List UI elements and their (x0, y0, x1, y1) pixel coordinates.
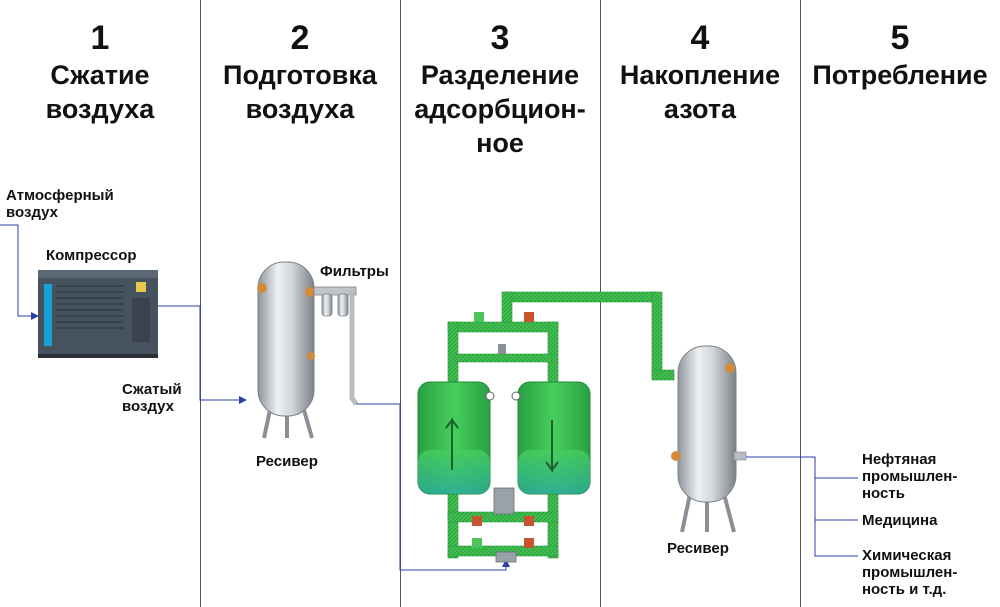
stage-title-line: Накопление (619, 60, 781, 90)
stage-header-2: 2 Подготовка воздуха (200, 18, 400, 126)
compressed-air-line (158, 305, 247, 404)
compressor-indicator (136, 282, 146, 292)
valve-icon (524, 516, 534, 526)
stage-header-3: 3 Разделение адсорбцион- ное (400, 18, 600, 160)
adsorber-vessel-right (517, 381, 591, 495)
valve-icon (257, 283, 267, 293)
consumer-medicine-label: Медицина (862, 512, 938, 529)
stage-title-line: адсорбцион- (414, 94, 586, 124)
consumer-trunk-line (745, 456, 858, 557)
stage-number: 1 (90, 19, 110, 57)
adsorber-valves (472, 312, 534, 563)
compressor-label: Компрессор (46, 247, 137, 264)
valve-icon (671, 451, 681, 461)
stage-title-line: Подготовка (223, 60, 377, 90)
stage-title-line: азота (663, 94, 737, 124)
stage-title-line: воздуха (45, 94, 155, 124)
valve-icon (524, 312, 534, 322)
stage-header-4: 4 Накопление азота (600, 18, 800, 126)
stage-number: 3 (490, 19, 510, 57)
stage-header-5: 5 Потребление (800, 18, 1000, 92)
stage-header-1: 1 Сжатие воздуха (0, 18, 200, 126)
filter-unit (313, 286, 359, 406)
valve-icon (472, 538, 482, 548)
valve-icon (524, 538, 534, 548)
receiver-left-label: Ресивер (256, 453, 318, 470)
flow-down-arrow-icon (545, 420, 559, 473)
valve-icon (474, 312, 484, 322)
valve-icon (725, 363, 735, 373)
air-to-adsorber-line (355, 403, 510, 571)
adsorber-vessel-left (417, 381, 491, 495)
consumer-oil-label: Нефтяная промышлен- ность (862, 451, 958, 502)
column-divider (600, 0, 601, 607)
stage-title-line: воздуха (245, 94, 355, 124)
flow-lines (0, 224, 858, 571)
flow-up-arrow-icon (445, 417, 459, 470)
valve-icon (305, 287, 315, 297)
stage-number: 5 (890, 19, 910, 57)
consumer-chemical-label: Химическая промышлен- ность и т.д. (862, 547, 958, 598)
pressure-gauge-icon (485, 391, 495, 401)
valve-icon (472, 516, 482, 526)
stage-number: 4 (690, 19, 710, 57)
receiver-tank-left (257, 261, 315, 439)
compressed-air-label: Сжатый воздух (122, 381, 182, 415)
column-divider (800, 0, 801, 607)
adsorber-piping (447, 291, 675, 559)
column-divider (400, 0, 401, 607)
compressor-unit (38, 270, 158, 358)
stage-title-line: Потребление (812, 60, 988, 90)
compressor-accent-strip (44, 284, 52, 346)
stage-title-line: ное (476, 128, 524, 158)
atmospheric-air-label: Атмосферный воздух (6, 187, 114, 221)
pressure-gauge-icon (511, 391, 521, 401)
stage-number: 2 (290, 19, 310, 57)
valve-icon (307, 352, 315, 360)
stage-title-line: Разделение (420, 60, 580, 90)
filters-label: Фильтры (320, 263, 389, 280)
valve-icon (498, 344, 506, 354)
column-divider (200, 0, 201, 607)
stage-title-line: Сжатие (50, 60, 150, 90)
atmospheric-air-line (0, 224, 39, 320)
silencer-icon (493, 487, 515, 515)
receiver-right-label: Ресивер (667, 540, 729, 557)
receiver-tank-right (671, 345, 747, 533)
